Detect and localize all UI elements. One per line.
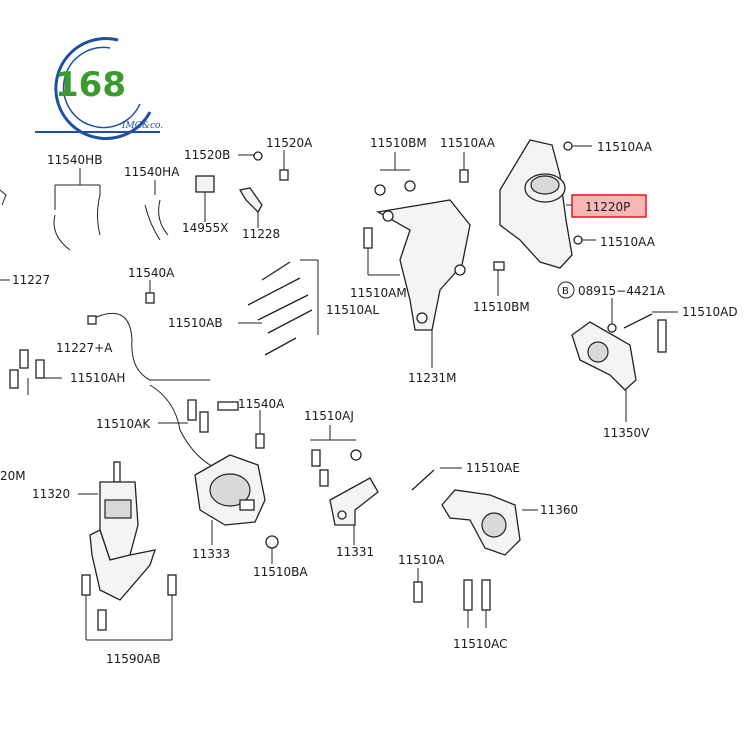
bolt-11540a [145, 280, 155, 304]
label-11231m: 11231M [408, 371, 457, 385]
label-11510bm-mid: 11510BM [473, 300, 530, 314]
mount-11350v [571, 298, 678, 422]
label-11520b: 11520B [184, 148, 230, 162]
label-11540a-2: 11540A [238, 397, 285, 411]
label-11510ae: 11510AE [466, 461, 520, 475]
bolts-11510ac [463, 579, 491, 628]
label-11510ak: 11510AK [96, 417, 151, 431]
label-14955x: 14955X [182, 221, 228, 235]
label-11227: 11227 [12, 273, 50, 287]
bracket-11331 [329, 477, 379, 545]
label-11220p: 11220P [585, 200, 630, 214]
bolts-11510ak [158, 399, 239, 433]
label-11590ab: 11590AB [106, 652, 161, 666]
harness-11227a [87, 312, 221, 471]
logo-subtext: IMG&co. [121, 121, 163, 131]
fitting-11520b [195, 151, 263, 222]
bracket-11231m [363, 199, 505, 368]
label-11333: 11333 [192, 547, 230, 561]
label-11510am: 11510AM [350, 286, 407, 300]
ref-circle [557, 281, 575, 299]
label-11510aa-top: 11510AA [440, 136, 496, 150]
edge-bracket-left [0, 189, 7, 206]
label-11228: 11228 [242, 227, 280, 241]
label-11510ad: 11510AD [682, 305, 738, 319]
logo-number: 168 [55, 65, 126, 105]
label-11540a: 11540A [128, 266, 175, 280]
label-11510ba: 11510BA [253, 565, 308, 579]
brand-logo: 168 IMG&co. [35, 37, 163, 140]
bolt-11510a [413, 568, 423, 603]
label-circle-b: B [562, 286, 569, 297]
bolts-11510ah [9, 349, 62, 395]
mount-11320 [78, 461, 156, 601]
label-11520a: 11520A [266, 136, 313, 150]
label-11227a: 11227+A [56, 341, 113, 355]
bolt-11510ae [411, 467, 462, 491]
bolts-11510ab-11510al [238, 259, 319, 356]
nuts-11510bm [374, 152, 469, 196]
nut-11510ba [265, 535, 279, 564]
label-11510ah: 11510AH [70, 371, 125, 385]
label-11510ac: 11510AC [453, 637, 508, 651]
label-11510aa-right1: 11510AA [597, 140, 653, 154]
label-11320: 11320 [32, 487, 70, 501]
label-11360: 11360 [540, 503, 578, 517]
bolts-11510aj [310, 425, 362, 487]
label-11510a: 11510A [398, 553, 445, 567]
label-11331: 11331 [336, 545, 374, 559]
clip-11520a [238, 150, 289, 228]
bolts-11590ab [81, 574, 177, 641]
label-11510aj: 11510AJ [304, 409, 354, 423]
label-11510bm-top: 11510BM [370, 136, 427, 150]
hose-11540ha [144, 180, 169, 241]
highlight-box-11220p [571, 194, 647, 218]
label-11540ha: 11540HA [124, 165, 180, 179]
mount-11333 [194, 454, 266, 545]
label-11540hb: 11540HB [47, 153, 102, 167]
label-11350v: 11350V [603, 426, 650, 440]
hose-11540hb [53, 168, 101, 251]
label-11510aa-right2: 11510AA [600, 235, 656, 249]
label-11510al: 11510AL [326, 303, 379, 317]
bolt-11540a-lower [255, 410, 265, 449]
label-11510ab: 11510AB [168, 316, 223, 330]
label-08915: 08915−4421A [578, 284, 666, 298]
label-20m: 20M [0, 469, 26, 483]
mount-11360 [441, 489, 538, 556]
engine-mount-11220p [499, 139, 596, 269]
